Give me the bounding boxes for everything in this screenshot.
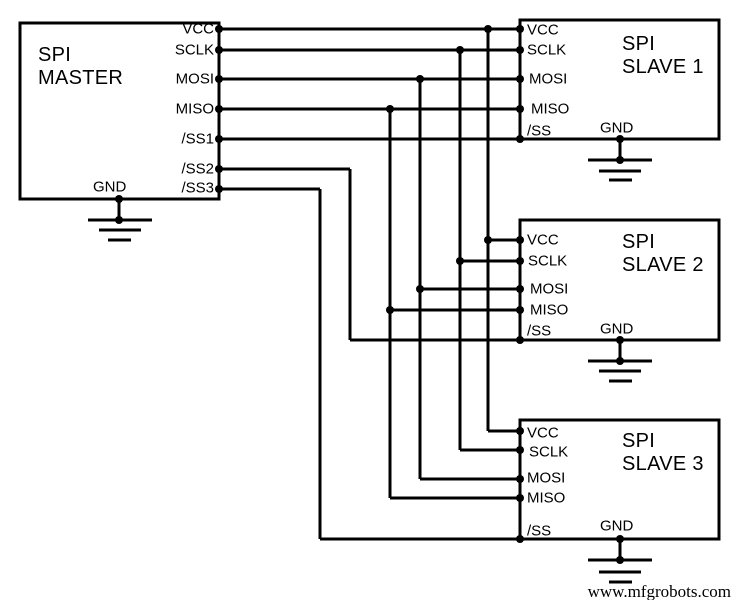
slave2-pin-label-vcc: VCC xyxy=(527,231,559,249)
slave1-pin-label-mosi: MOSI xyxy=(529,70,568,88)
master-gnd-label: GND xyxy=(93,178,127,196)
slave2-pin-label-mosi: MOSI xyxy=(530,280,569,298)
slave2-pin-label-ss: /SS xyxy=(527,322,552,340)
slave3-title-line1: SPI xyxy=(622,430,656,452)
master-pin-label-miso: MISO xyxy=(175,100,214,118)
net-vcc xyxy=(217,27,522,433)
master-pin-label-sclk: SCLK xyxy=(174,41,214,59)
slave3-title: SPI SLAVE 3 xyxy=(622,430,704,476)
slave1-pin-label-sclk: SCLK xyxy=(527,41,567,59)
slave1-title-line1: SPI xyxy=(622,33,656,55)
master-pin-label-mosi: MOSI xyxy=(175,70,214,88)
slave1-pin-label-ss: /SS xyxy=(527,122,552,140)
slave3-pin-label-sclk: SCLK xyxy=(529,443,569,461)
slave3-title-line2: SLAVE 3 xyxy=(622,453,704,475)
slave1-pin-label-miso: MISO xyxy=(531,100,570,118)
slave1-title-line2: SLAVE 1 xyxy=(622,56,704,78)
slave2-pin-label-sclk: SCLK xyxy=(528,252,568,270)
net-ss3 xyxy=(217,187,522,541)
slave3-pin-label-miso: MISO xyxy=(527,489,566,507)
slave3-gnd-label: GND xyxy=(600,517,634,535)
slave2-gnd-label: GND xyxy=(600,320,634,338)
junction-dots xyxy=(115,25,624,564)
net-ss2 xyxy=(217,167,522,342)
slave2-title: SPI SLAVE 2 xyxy=(622,231,704,277)
component-boxes xyxy=(18,18,721,541)
master-pin-label-ss3: /SS3 xyxy=(181,179,214,197)
net-miso xyxy=(217,107,522,500)
ground-symbols xyxy=(88,139,652,584)
slave1-gnd-label: GND xyxy=(600,119,634,137)
master-pin-label-ss1: /SS1 xyxy=(181,130,214,148)
master-pin-label-ss2: /SS2 xyxy=(181,160,214,178)
slave2-title-line2: SLAVE 2 xyxy=(622,254,704,276)
master-title-line2: MASTER xyxy=(38,67,124,89)
net-sclk xyxy=(217,48,522,452)
net-mosi xyxy=(217,77,522,481)
slave3-pin-label-mosi: MOSI xyxy=(527,469,566,487)
master-title: SPI MASTER xyxy=(38,44,123,90)
slave3-pin-label-vcc: VCC xyxy=(527,424,559,442)
slave1-pin-label-vcc: VCC xyxy=(527,21,559,39)
slave1-title: SPI SLAVE 1 xyxy=(622,33,704,79)
wires xyxy=(217,27,522,541)
slave3-pin-label-ss: /SS xyxy=(527,522,552,540)
slave2-title-line1: SPI xyxy=(622,231,656,253)
master-title-line1: SPI xyxy=(38,44,72,66)
watermark-text: www.mfgrobots.com xyxy=(587,582,731,600)
master-pin-label-vcc: VCC xyxy=(182,20,214,38)
slave2-pin-label-miso: MISO xyxy=(530,301,569,319)
